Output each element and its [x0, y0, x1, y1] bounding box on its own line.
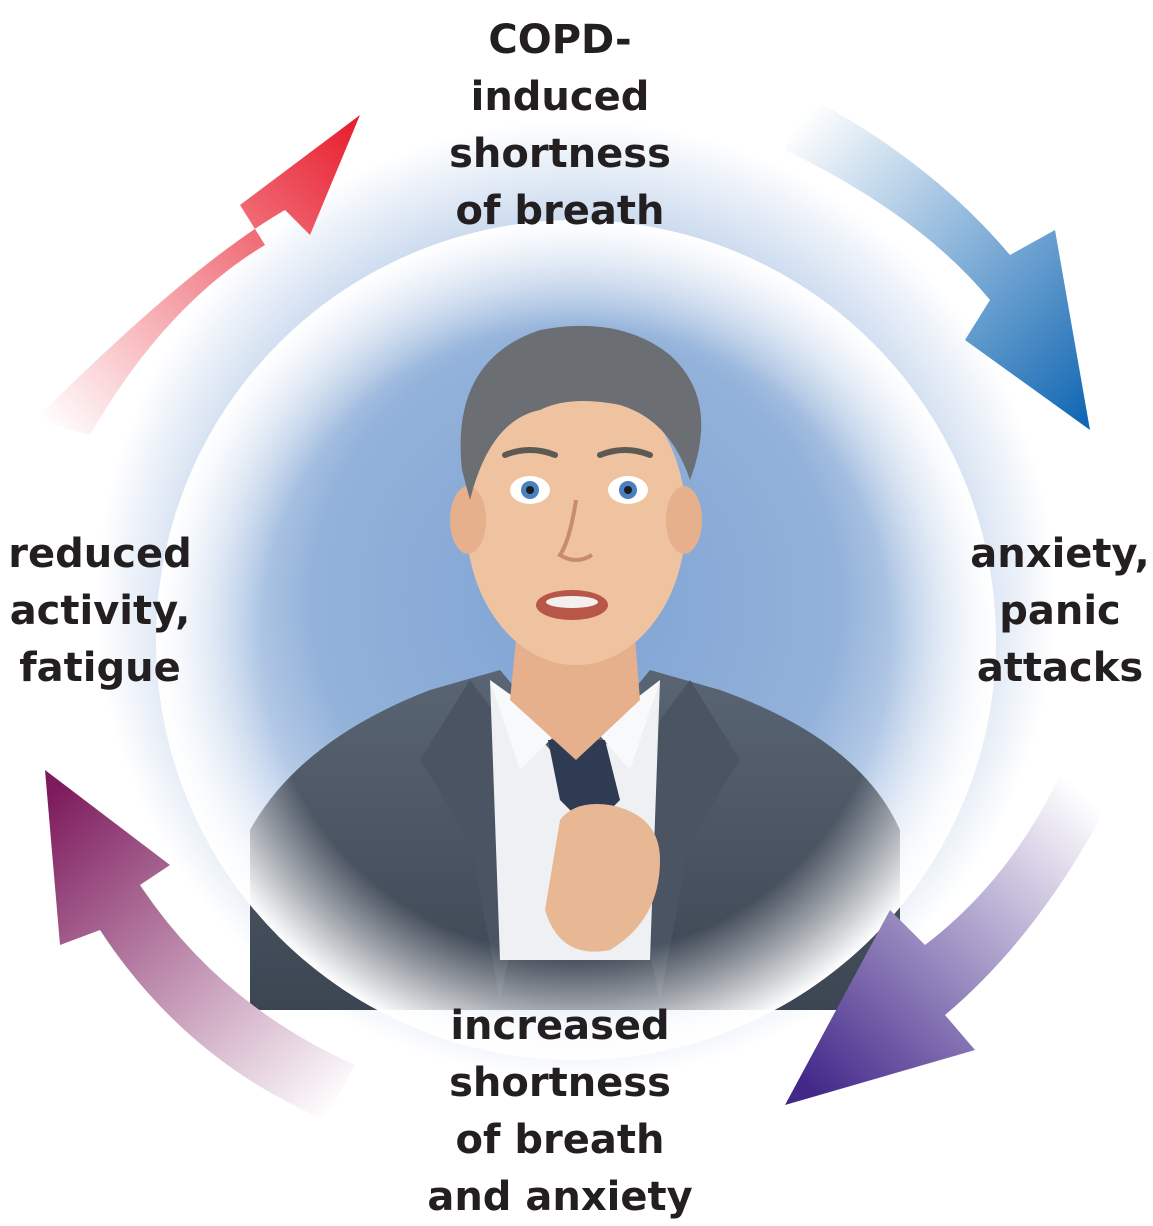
node-label-copd-shortness-of-breath: COPD- induced shortness of breath	[400, 12, 720, 240]
node-label-increased-shortness: increased shortness of breath and anxiet…	[400, 998, 720, 1226]
node-label-line: and anxiety	[400, 1169, 720, 1226]
node-label-line: shortness	[400, 1055, 720, 1112]
node-label-line: fatigue	[0, 640, 200, 697]
node-label-line: attacks	[960, 640, 1153, 697]
node-label-anxiety-panic: anxiety, panic attacks	[960, 526, 1153, 697]
node-label-line: activity,	[0, 583, 200, 640]
node-label-line: anxiety,	[960, 526, 1153, 583]
node-label-line: of breath	[400, 1112, 720, 1169]
node-label-line: panic	[960, 583, 1153, 640]
node-label-line: shortness	[400, 126, 720, 183]
node-label-reduced-activity: reduced activity, fatigue	[0, 526, 200, 697]
node-label-line: induced	[400, 69, 720, 126]
node-label-line: reduced	[0, 526, 200, 583]
illustration-fade	[156, 220, 996, 1060]
node-label-line: COPD-	[400, 12, 720, 69]
node-label-line: of breath	[400, 183, 720, 240]
node-label-line: increased	[400, 998, 720, 1055]
